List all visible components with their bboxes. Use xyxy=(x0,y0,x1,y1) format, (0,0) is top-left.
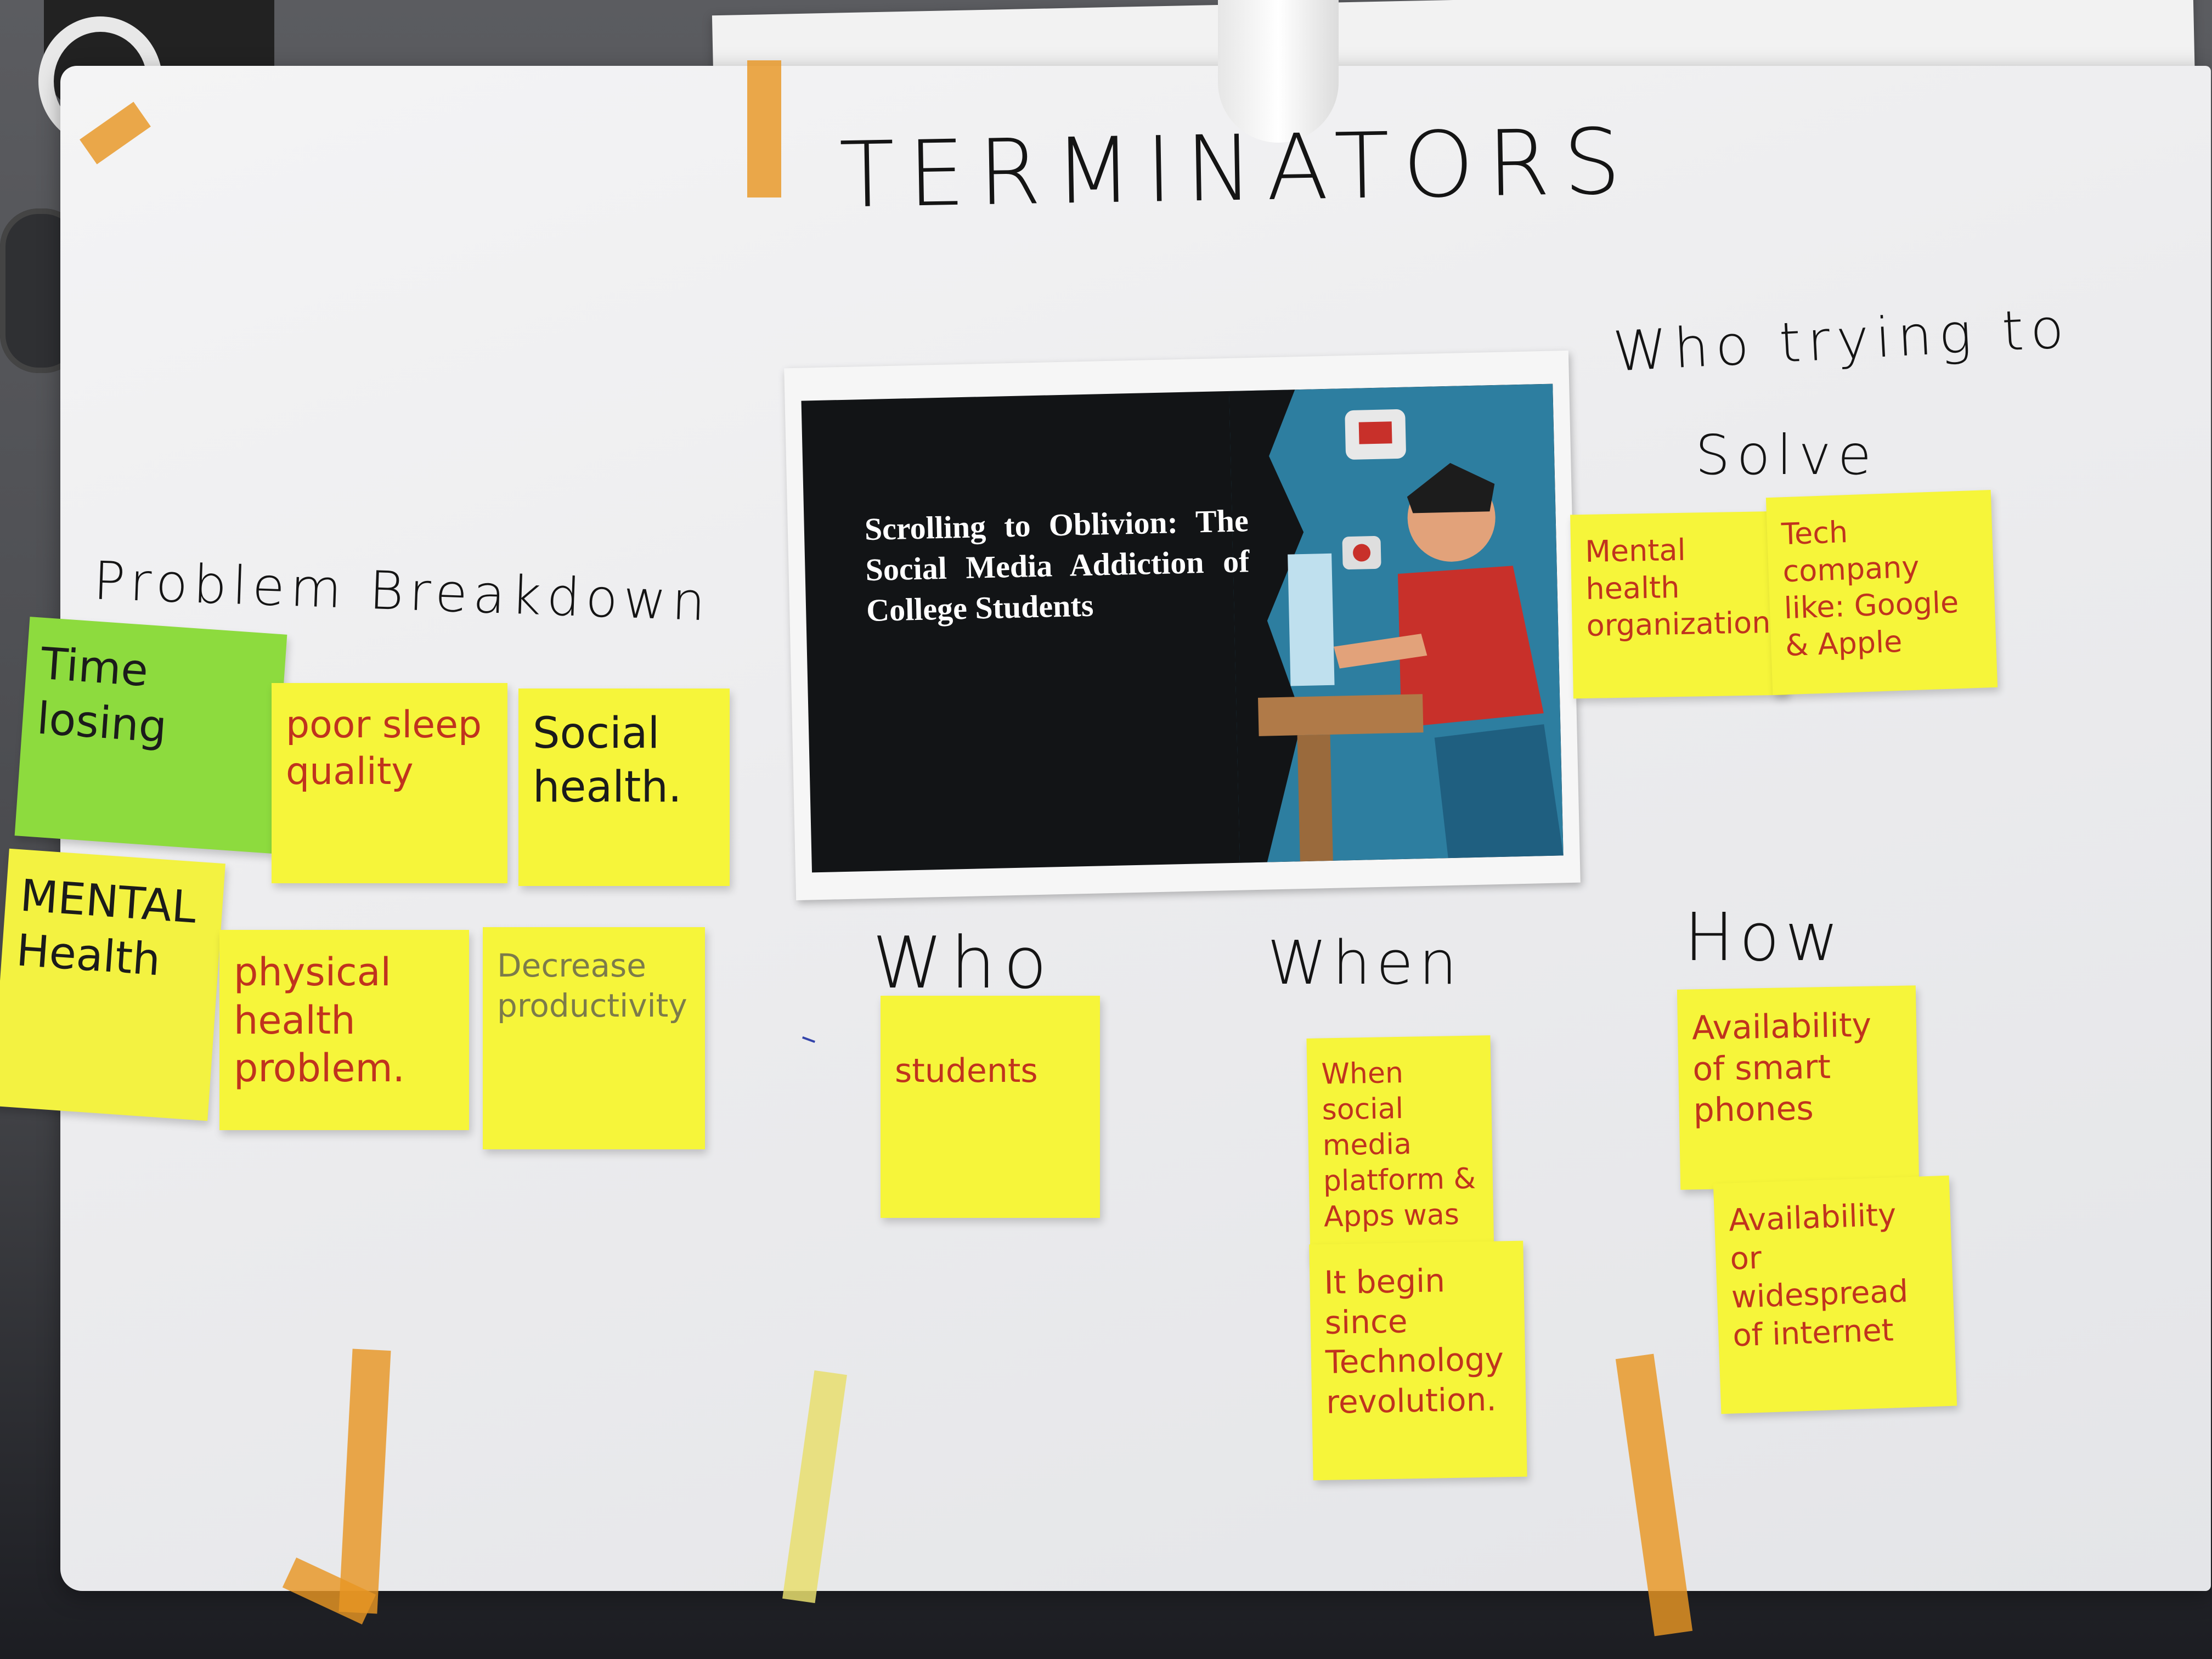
illustration-student-at-computer xyxy=(1229,383,1564,863)
sticky-note-solver-1: Mental health organizations xyxy=(1570,511,1787,699)
paper-roll xyxy=(1218,0,1339,143)
sticky-note-problem-2: poor sleep quality xyxy=(272,683,507,883)
printed-poster: Scrolling to Oblivion: The Social Media … xyxy=(784,350,1581,901)
board-title: TERMINATORS xyxy=(838,109,1635,228)
note-text: poor sleep quality xyxy=(286,703,482,793)
sticky-note-problem-6: Decrease productivity xyxy=(483,927,705,1149)
note-text: Mental health organizations xyxy=(1584,532,1787,643)
note-text: It begin since Technology revolution. xyxy=(1323,1262,1504,1421)
tape-top-left xyxy=(747,60,781,198)
sticky-note-how-2: Availability or widespread of internet xyxy=(1713,1175,1957,1414)
note-text: Tech company like: Google & Apple xyxy=(1781,515,1960,663)
heading-how: How xyxy=(1684,900,1844,976)
sticky-note-problem-3: Social health. xyxy=(518,689,730,886)
heading-when: When xyxy=(1267,928,1463,998)
poster-dark-panel: Scrolling to Oblivion: The Social Media … xyxy=(801,383,1564,873)
sticky-note-when-1: When social media platform & Apps was ap… xyxy=(1306,1035,1494,1263)
sticky-note-when-2: It begin since Technology revolution. xyxy=(1309,1240,1527,1481)
note-text: Availability or widespread of internet xyxy=(1728,1197,1909,1354)
note-text: Decrease productivity xyxy=(497,947,687,1024)
poster-title: Scrolling to Oblivion: The Social Media … xyxy=(864,503,1250,629)
heading-who: Who xyxy=(872,921,1055,1005)
note-text: students xyxy=(895,1052,1038,1090)
heading-who-trying-line2: Solve xyxy=(1695,423,1878,487)
sticky-note-how-1: Availability of smart phones xyxy=(1677,985,1920,1190)
sticky-note-problem-5: physical health problem. xyxy=(219,930,469,1130)
sticky-note-who: students xyxy=(881,996,1100,1218)
note-text: When social media platform & Apps was ap… xyxy=(1321,1056,1476,1263)
note-text: physical health problem. xyxy=(234,950,405,1091)
note-text: Social health. xyxy=(533,709,682,812)
note-text: Availability of smart phones xyxy=(1691,1006,1872,1130)
sticky-note-problem-1: Time losing xyxy=(14,617,287,854)
note-text: Time losing xyxy=(35,637,168,753)
sticky-note-problem-4: MENTAL Health xyxy=(0,848,225,1121)
sticky-note-solver-2: Tech company like: Google & Apple xyxy=(1765,489,1998,696)
note-text: MENTAL Health xyxy=(14,870,198,986)
